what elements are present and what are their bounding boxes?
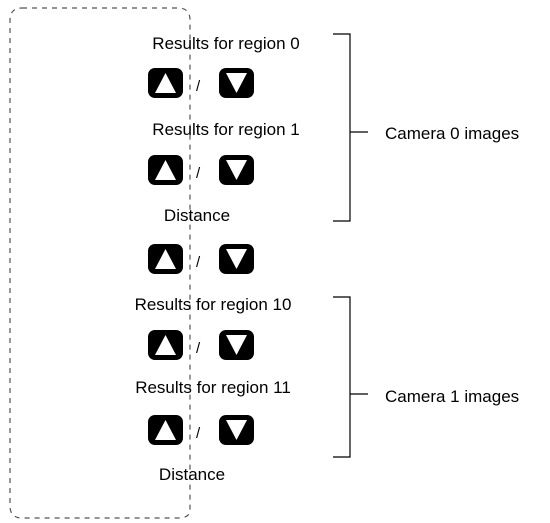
separator-slash: /: [196, 165, 201, 182]
label-results-region-10: Results for region 10: [134, 295, 292, 314]
up-key-icon: [148, 415, 183, 445]
down-key-icon: [219, 330, 254, 360]
separator-slash: /: [196, 340, 201, 357]
group-label-camera-1: Camera 1 images: [385, 387, 520, 406]
separator-slash: /: [196, 78, 201, 95]
label-results-region-0: Results for region 0: [152, 34, 300, 53]
down-key-icon: [219, 68, 254, 98]
down-key-icon: [219, 244, 254, 274]
group-label-camera-0: Camera 0 images: [385, 124, 520, 143]
camera-0-bracket: [333, 33, 368, 222]
up-key-icon: [148, 68, 183, 98]
label-distance-camera-0: Distance: [163, 206, 231, 225]
up-key-icon: [148, 155, 183, 185]
camera-1-bracket: [333, 296, 368, 458]
label-results-region-1: Results for region 1: [152, 120, 300, 139]
dashed-border: [9, 7, 191, 519]
separator-slash: /: [196, 425, 201, 442]
separator-slash: /: [196, 254, 201, 271]
down-key-icon: [219, 155, 254, 185]
down-key-icon: [219, 415, 254, 445]
up-key-icon: [148, 244, 183, 274]
label-distance-camera-1: Distance: [158, 465, 226, 484]
label-results-region-11: Results for region 11: [135, 378, 291, 397]
up-key-icon: [148, 330, 183, 360]
